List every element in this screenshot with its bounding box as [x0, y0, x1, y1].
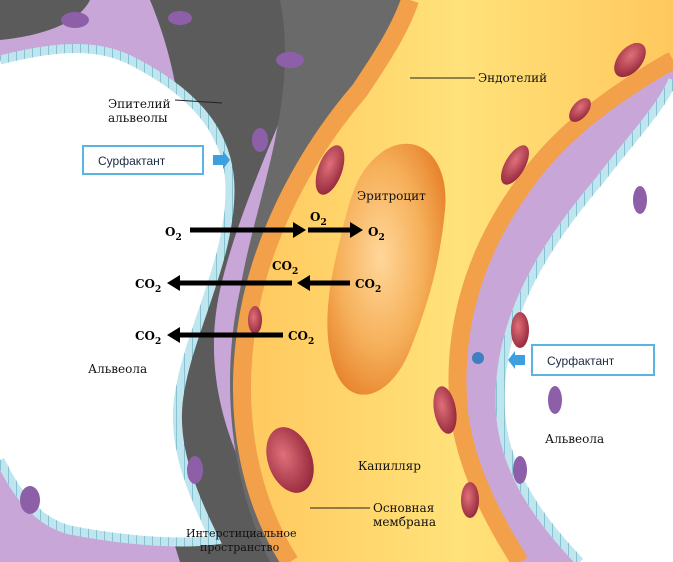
label-epithelium-line2: альвеолы [108, 111, 168, 125]
endothelial-nucleus [501, 145, 529, 185]
interstitial-top-left [0, 0, 90, 40]
label-endothelium: Эндотелий [478, 71, 547, 85]
o2-arrow-1-head-icon [293, 222, 306, 238]
gas-o2-dest: O2 [368, 225, 385, 243]
label-basement-line2: мембрана [373, 515, 436, 529]
endothelial-nucleus [461, 482, 479, 518]
endothelial-nucleus [511, 312, 529, 348]
epithelium-leader [174, 99, 223, 104]
label-basement-line1: Основная [373, 501, 434, 515]
surfactant-arrow-left-icon [508, 351, 525, 369]
gas-o2-mid: O2 [310, 210, 327, 228]
label-interstitial-line2: пространство [200, 541, 280, 554]
label-alveolus-right: Альвеола [545, 432, 604, 446]
endothelial-nucleus [248, 306, 262, 334]
epithelial-nucleus [548, 386, 562, 414]
gas-co2-dest-2: CO2 [135, 329, 161, 347]
erythrocyte [327, 143, 446, 395]
endothelial-nucleus [614, 42, 646, 78]
co2-arrow-1a-head-icon [297, 275, 310, 291]
capillary-lumen [242, 0, 673, 562]
epithelial-nucleus [168, 11, 192, 25]
epithelial-nucleus [61, 12, 89, 28]
epithelial-nucleus [20, 486, 40, 514]
label-interstitial-line1: Интерстициальное [186, 527, 297, 540]
label-alveolus-left: Альвеола [88, 362, 147, 376]
alveolus-right-space [500, 80, 673, 562]
endothelial-nucleus [315, 145, 345, 195]
endothelial-nucleus [433, 386, 457, 434]
epithelial-nucleus [633, 186, 647, 214]
gas-co2-mid-1: CO2 [272, 259, 298, 277]
endothelial-nucleus [569, 98, 591, 122]
gas-o2-source: O2 [165, 225, 182, 243]
surfactant-box-left [82, 145, 204, 175]
epithelial-nucleus [513, 456, 527, 484]
surfactant-label-right: Сурфактант [547, 354, 615, 368]
o2-arrow-2-head-icon [350, 222, 363, 238]
endothelial-nucleus [266, 427, 314, 493]
epithelial-nucleus [252, 128, 268, 152]
endothelium-right [448, 52, 673, 562]
endothelium-left [233, 0, 419, 562]
co2-arrow-1b-head-icon [167, 275, 180, 291]
gas-co2-source-2: CO2 [288, 329, 314, 347]
gas-co2-dest-1: CO2 [135, 277, 161, 295]
gas-co2-source-1: CO2 [355, 277, 381, 295]
label-capillary: Капилляр [358, 459, 421, 473]
label-epithelium-line1: Эпителий [108, 97, 171, 111]
surfactant-box-right [531, 344, 655, 376]
label-erythrocyte: Эритроцит [357, 189, 426, 203]
epithelial-nucleus [187, 456, 203, 484]
epithelial-nucleus [276, 52, 304, 68]
surfactant-label-left: Сурфактант [98, 154, 166, 168]
co2-arrow-2-head-icon [167, 327, 180, 343]
alveolar-epithelium-right [495, 78, 673, 562]
alveolar-epithelium-left [0, 43, 235, 547]
surfactant-granule [472, 352, 484, 364]
surfactant-arrow-right-icon [213, 151, 230, 169]
